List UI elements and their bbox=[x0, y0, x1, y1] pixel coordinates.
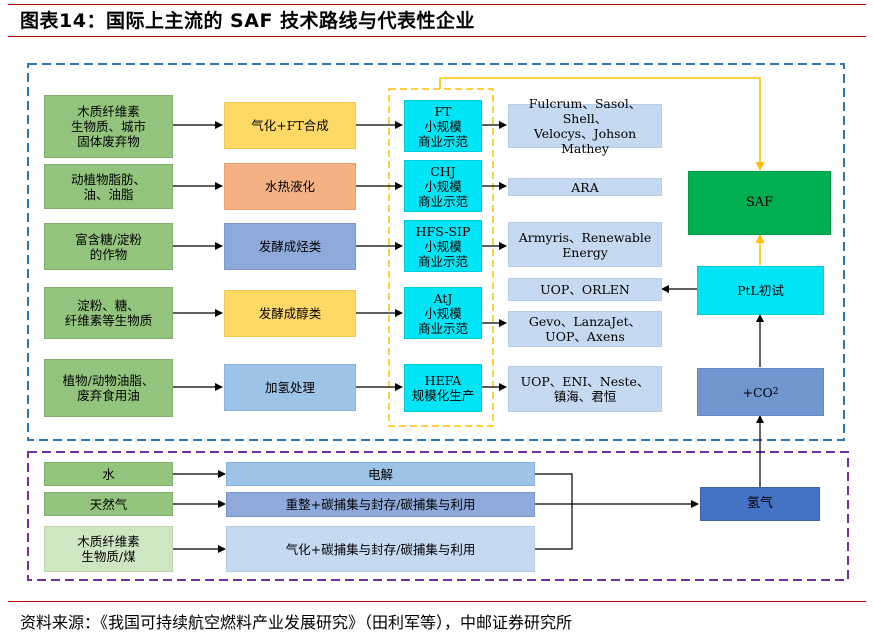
feedstock-fats-oils: 动植物脂肪、 油、油脂 bbox=[44, 164, 173, 209]
co2-subscript: 2 bbox=[772, 386, 779, 397]
process-fermentation-alcohols: 发酵成醇类 bbox=[224, 290, 356, 337]
feedstock-waste-oils: 植物/动物油脂、 废弃食用油 bbox=[44, 359, 173, 417]
h2-source-biomass-coal: 木质纤维素 生物质/煤 bbox=[44, 526, 173, 572]
arrow-pathways-saf bbox=[439, 77, 765, 171]
biomass-routes-frame bbox=[27, 63, 845, 441]
feedstock-sugar-starch: 富含糖/淀粉 的作物 bbox=[44, 223, 173, 270]
pathway-hfs-sip: HFS-SIP 小规模 商业示范 bbox=[404, 220, 482, 272]
companies-atj: Gevo、LanzaJet、 UOP、Axens bbox=[508, 311, 662, 347]
process-hydroprocessing: 加氢处理 bbox=[224, 364, 356, 411]
pathway-atj: AtJ 小规模 商业示范 bbox=[404, 287, 482, 339]
companies-hefa: UOP、ENI、Neste、 镇海、君恒 bbox=[508, 366, 662, 412]
h2-method-reforming-ccs: 重整+碳捕集与封存/碳捕集与利用 bbox=[226, 492, 535, 517]
pathway-ft: FT 小规模 商业示范 bbox=[404, 100, 482, 152]
hydrogen-routes-frame bbox=[27, 451, 849, 581]
top-rule bbox=[8, 4, 866, 5]
line-electrolysis-merge bbox=[535, 473, 573, 504]
h2-source-natural-gas: 天然气 bbox=[44, 492, 173, 516]
figure-title: 图表14：国际上主流的 SAF 技术路线与代表性企业 bbox=[20, 10, 476, 32]
companies-ft: Fulcrum、Sasol、Shell、 Velocys、Johson Math… bbox=[508, 96, 662, 156]
companies-chj: ARA bbox=[508, 178, 662, 196]
process-hydrothermal-liquefaction: 水热液化 bbox=[224, 163, 356, 210]
process-gasification-ft: 气化+FT合成 bbox=[224, 102, 356, 149]
h2-method-gasification-ccs: 气化+碳捕集与封存/碳捕集与利用 bbox=[226, 526, 535, 572]
h2-method-electrolysis: 电解 bbox=[226, 462, 535, 486]
feedstock-starch-cellulose: 淀粉、糖、 纤维素等生物质 bbox=[44, 287, 173, 339]
line-gasification-merge bbox=[535, 504, 573, 550]
pathway-chj: CHJ 小规模 商业示范 bbox=[404, 160, 482, 212]
process-fermentation-hydrocarbons: 发酵成烃类 bbox=[224, 223, 356, 270]
title-rule bbox=[8, 36, 866, 37]
companies-hfs-sip: Armyris、Renewable Energy bbox=[508, 222, 662, 267]
feedstock-lignocellulose-msw: 木质纤维素 生物质、城市 固体废弃物 bbox=[44, 95, 173, 158]
hydrogen-node: 氢气 bbox=[700, 487, 820, 521]
source-note: 资料来源：《我国可持续航空燃料产业发展研究》（田利军等），中邮证券研究所 bbox=[20, 613, 573, 632]
footer-rule bbox=[8, 601, 866, 602]
h2-source-water: 水 bbox=[44, 462, 173, 486]
ptl-pilot-node: PtL初试 bbox=[697, 266, 824, 315]
pathway-hefa: HEFA 规模化生产 bbox=[404, 364, 482, 412]
saf-node: SAF bbox=[688, 171, 831, 235]
co2-label: +CO bbox=[742, 384, 773, 400]
companies-ptl: UOP、ORLEN bbox=[508, 278, 662, 301]
